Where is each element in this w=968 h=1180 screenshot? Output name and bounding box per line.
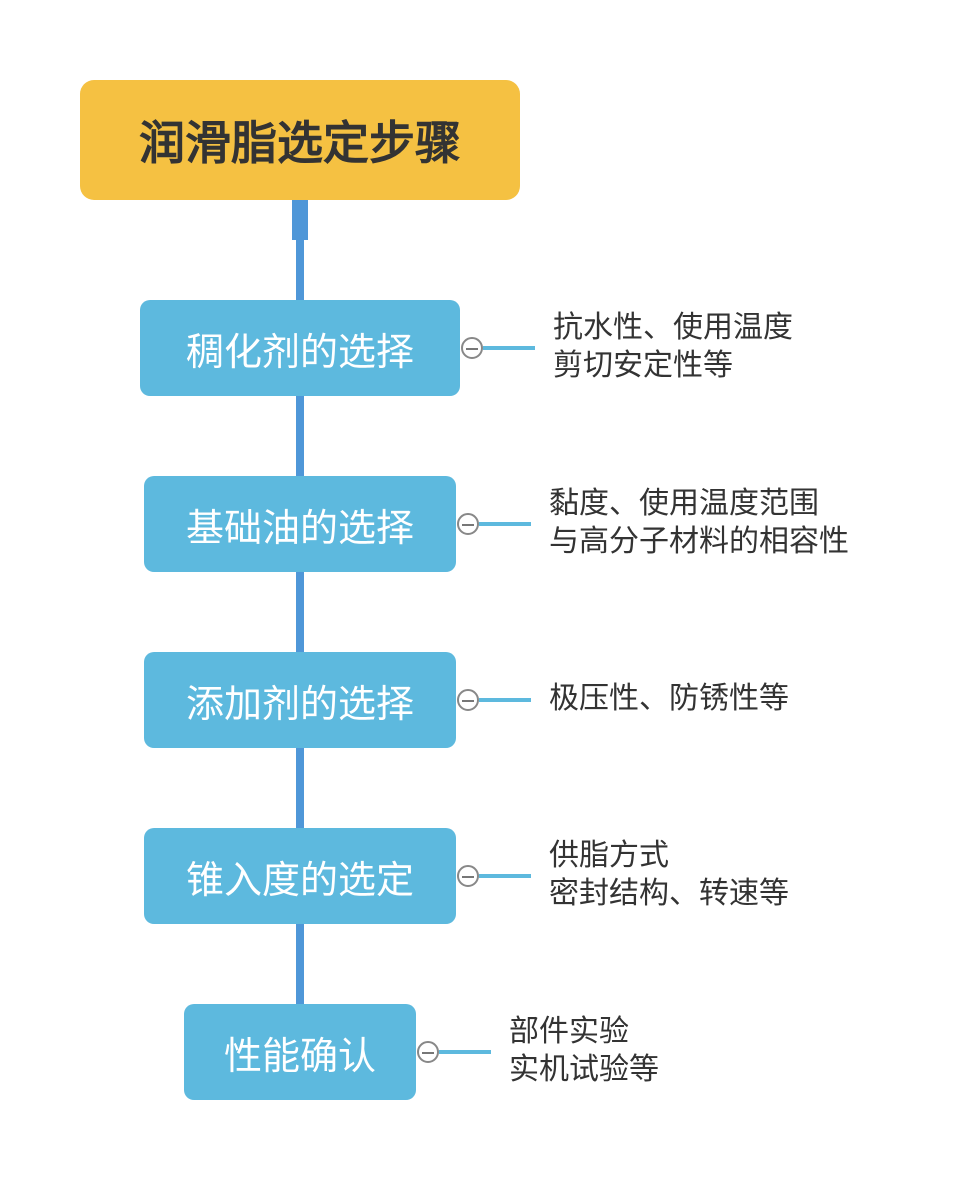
note-line: 与高分子材料的相容性 (549, 524, 849, 559)
title-connector (292, 200, 308, 240)
step-label: 稠化剂的选择 (185, 329, 414, 374)
note-line: 黏度、使用温度范围 (549, 486, 819, 521)
note-line: 剪切安定性等 (553, 348, 733, 383)
collapse-icon[interactable] (457, 689, 479, 711)
branch-line (483, 346, 535, 350)
note-line: 抗水性、使用温度 (553, 310, 793, 345)
branch-line (479, 874, 531, 878)
step-performance[interactable]: 性能确认 (184, 1004, 416, 1100)
branch-line (479, 698, 531, 702)
step-additive[interactable]: 添加剂的选择 (144, 652, 456, 748)
step-penetration[interactable]: 锥入度的选定 (144, 828, 456, 924)
note-line: 供脂方式 (549, 838, 669, 873)
collapse-icon[interactable] (457, 513, 479, 535)
branch-line (439, 1050, 491, 1054)
title-box: 润滑脂选定步骤 (80, 80, 520, 200)
note-penetration: 供脂方式 密封结构、转速等 (549, 837, 789, 913)
note-base-oil: 黏度、使用温度范围 与高分子材料的相容性 (549, 485, 849, 561)
main-trunk-line (296, 240, 304, 1060)
note-thickener: 抗水性、使用温度 剪切安定性等 (553, 309, 793, 385)
step-label: 基础油的选择 (185, 505, 414, 550)
note-additive: 极压性、防锈性等 (549, 680, 789, 718)
step-thickener[interactable]: 稠化剂的选择 (140, 300, 460, 396)
collapse-icon[interactable] (457, 865, 479, 887)
note-line: 极压性、防锈性等 (549, 681, 789, 716)
diagram-title: 润滑脂选定步骤 (139, 116, 461, 170)
note-line: 实机试验等 (509, 1052, 659, 1087)
step-base-oil[interactable]: 基础油的选择 (144, 476, 456, 572)
note-performance: 部件实验 实机试验等 (509, 1013, 659, 1089)
note-line: 密封结构、转速等 (549, 876, 789, 911)
step-label: 添加剂的选择 (185, 681, 414, 726)
collapse-icon[interactable] (417, 1041, 439, 1063)
collapse-icon[interactable] (461, 337, 483, 359)
note-line: 部件实验 (509, 1014, 629, 1049)
step-label: 锥入度的选定 (185, 857, 414, 902)
step-label: 性能确认 (223, 1033, 376, 1078)
branch-line (479, 522, 531, 526)
